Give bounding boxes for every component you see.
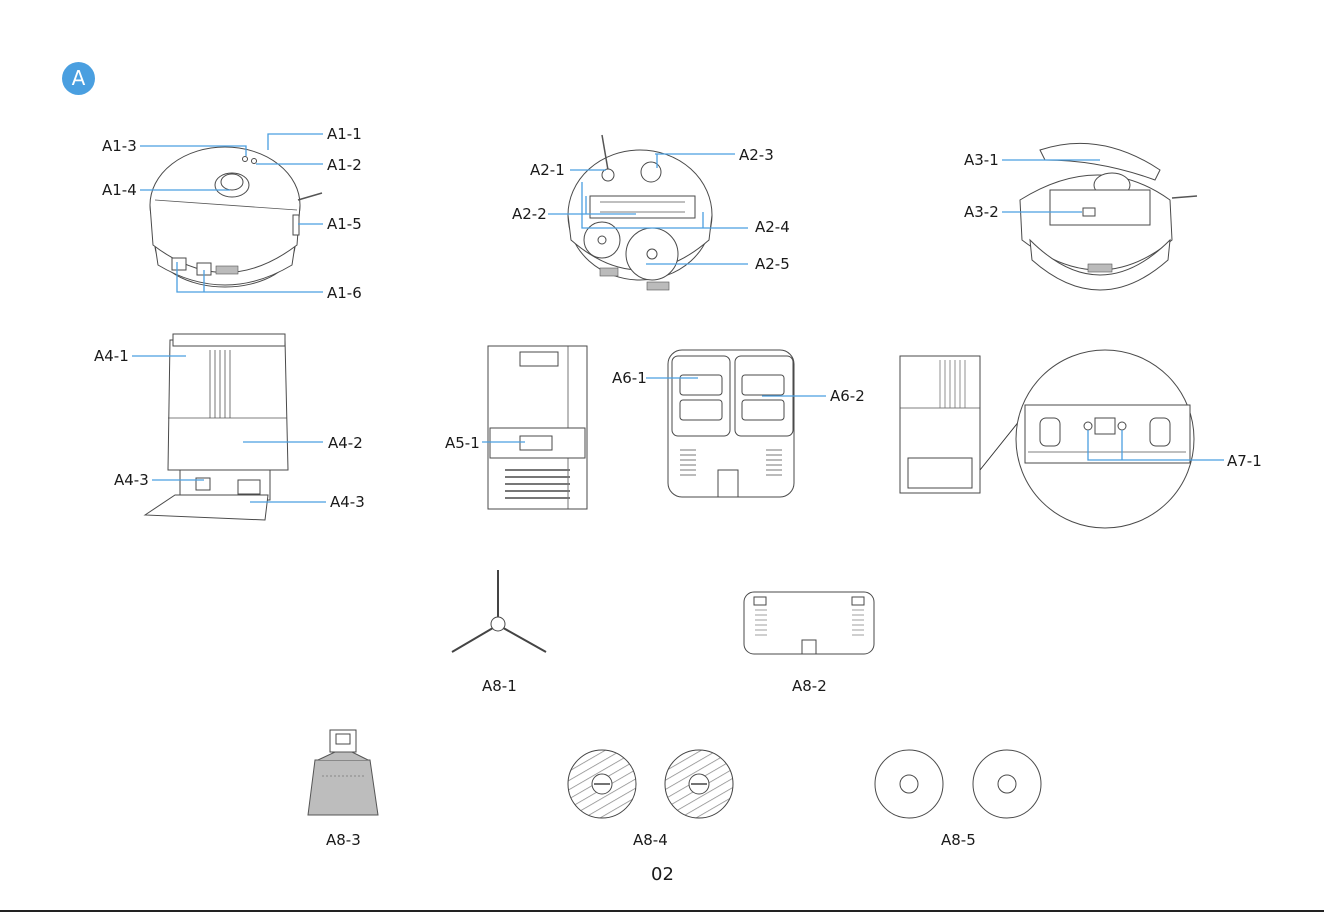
robot-lid-open-illustration [1020, 143, 1197, 290]
disposable-pads-illustration [875, 750, 1041, 818]
label-a4-3-left: A4-3 [114, 471, 149, 489]
label-a2-2: A2-2 [512, 205, 547, 223]
caption-a8-5: A8-5 [941, 831, 976, 849]
label-a3-2: A3-2 [964, 203, 999, 221]
label-a1-5: A1-5 [327, 215, 362, 233]
label-a1-2: A1-2 [327, 156, 362, 174]
label-a4-1: A4-1 [94, 347, 129, 365]
label-a2-3: A2-3 [739, 146, 774, 164]
label-a1-3: A1-3 [102, 137, 137, 155]
dust-bag-illustration [308, 730, 378, 815]
robot-top-illustration [150, 147, 322, 287]
label-a4-3-right: A4-3 [330, 493, 365, 511]
label-a2-5: A2-5 [755, 255, 790, 273]
label-a2-1: A2-1 [530, 161, 565, 179]
label-a4-2: A4-2 [328, 434, 363, 452]
mop-holder-illustration [744, 592, 874, 654]
mop-pads-illustration [568, 750, 733, 818]
label-a6-2: A6-2 [830, 387, 865, 405]
side-brush-illustration [452, 570, 546, 652]
bottom-rule [0, 910, 1324, 912]
caption-a8-2: A8-2 [792, 677, 827, 695]
robot-bottom-illustration [568, 135, 712, 290]
label-a2-4: A2-4 [755, 218, 790, 236]
label-a3-1: A3-1 [964, 151, 999, 169]
station-front-zoom-illustration [900, 350, 1194, 528]
water-tanks-illustration [668, 350, 794, 497]
caption-a8-3: A8-3 [326, 831, 361, 849]
caption-a8-4: A8-4 [633, 831, 668, 849]
label-a1-1: A1-1 [327, 125, 362, 143]
page-number: 02 [651, 864, 674, 885]
label-a7-1: A7-1 [1227, 452, 1262, 470]
label-a1-4: A1-4 [102, 181, 137, 199]
label-a1-6: A1-6 [327, 284, 362, 302]
caption-a8-1: A8-1 [482, 677, 517, 695]
label-a5-1: A5-1 [445, 434, 480, 452]
station-rear-illustration [488, 346, 587, 509]
base-station-illustration [145, 334, 288, 520]
label-a6-1: A6-1 [612, 369, 647, 387]
